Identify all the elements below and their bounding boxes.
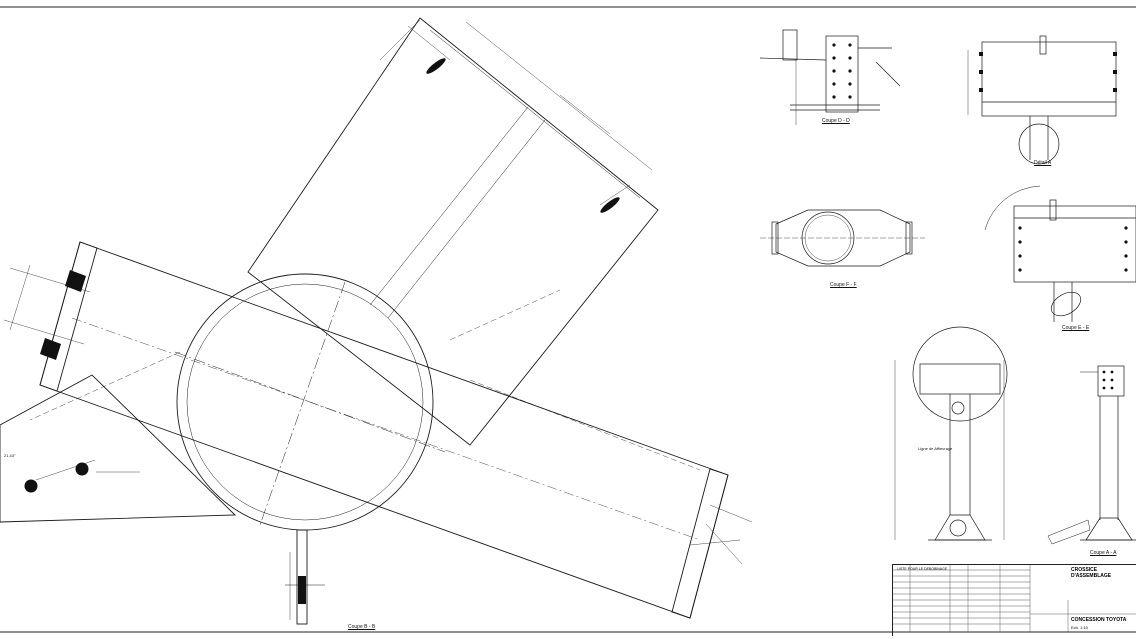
angle-dimension: 21.43° bbox=[4, 453, 16, 458]
column-elevation-2-bolts bbox=[1102, 370, 1114, 390]
lower-tube bbox=[39, 241, 729, 619]
base-plate bbox=[0, 374, 237, 523]
coupe-a-label: Coupe A - A bbox=[1090, 550, 1117, 556]
main-assembly-view bbox=[0, 17, 753, 625]
coupe-b-label: Coupe B - B bbox=[348, 624, 376, 630]
sheet-border bbox=[0, 6, 1136, 633]
column-elevation-2 bbox=[1047, 365, 1136, 545]
coupe-d-bolts bbox=[832, 43, 852, 99]
title-block: LISTE POUR LE DEBOBINAGE CROSSICE D'ASSE… bbox=[892, 564, 1136, 636]
title-block-grid bbox=[892, 564, 1136, 632]
center-lines bbox=[29, 289, 701, 471]
detail-a-label: Détail A bbox=[1034, 160, 1052, 166]
coupe-e-label: Coupe E - E bbox=[1062, 325, 1090, 331]
detail-a-view bbox=[967, 35, 1117, 165]
column-elevation-1 bbox=[894, 326, 1008, 541]
central-node bbox=[174, 273, 446, 531]
coupe-d-view bbox=[759, 29, 901, 125]
firm-name: CROSSICE D'ASSEMBLAGE bbox=[1071, 567, 1112, 579]
coupe-e-bolts bbox=[1018, 226, 1128, 272]
drawing-scale: Ech. 1:10 bbox=[1071, 625, 1088, 630]
coupe-f-view bbox=[760, 209, 925, 267]
dimension-lines bbox=[3, 19, 753, 565]
upper-tube bbox=[247, 17, 659, 446]
material-list-header: LISTE POUR LE DEBOBINAGE bbox=[897, 567, 948, 571]
affleurage-annotation: Ligne de Affleurage bbox=[918, 446, 953, 451]
project-name: CONCESSION TOYOTA bbox=[1071, 617, 1127, 623]
hatched-markers bbox=[24, 58, 620, 604]
coupe-d-label: Coupe D - D bbox=[822, 118, 850, 124]
coupe-f-label: Coupe F - F bbox=[830, 282, 857, 288]
detail-a-bolts bbox=[979, 52, 1117, 92]
coupe-e-view bbox=[984, 185, 1136, 322]
